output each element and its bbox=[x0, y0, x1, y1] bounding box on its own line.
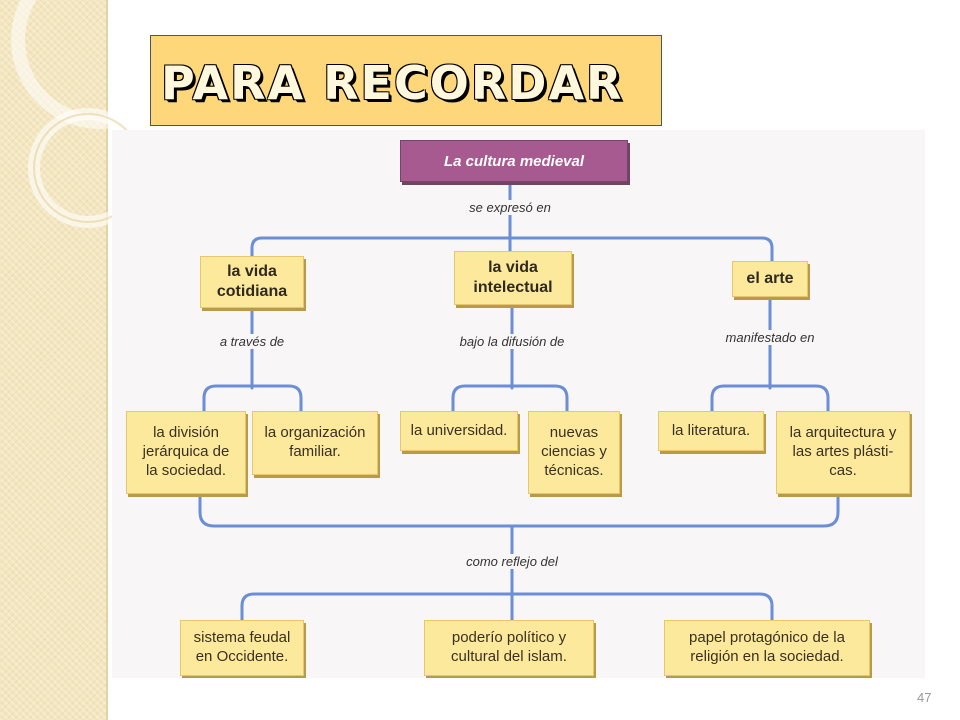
node-sistema-feudal: sistema feudal en Occidente. bbox=[180, 620, 304, 676]
concept-map: La cultura medieval se expresó en la vid… bbox=[112, 130, 925, 678]
node-arquitectura-artes: la arquitectura y las artes plásti- cas. bbox=[776, 411, 910, 494]
node-papel-religion: papel protagónico de la religión en la s… bbox=[664, 620, 870, 676]
page-number: 47 bbox=[917, 690, 932, 705]
node-vida-intelectual: la vida intelectual bbox=[454, 251, 572, 305]
node-division-jerarquica: la división jerárquica de la sociedad. bbox=[126, 411, 246, 494]
link-label-manifestado-en: manifestado en bbox=[721, 330, 819, 345]
node-ciencias-tecnicas: nuevas ciencias y técnicas. bbox=[528, 411, 620, 494]
node-poderio-islam: poderío político y cultural del islam. bbox=[424, 620, 594, 676]
link-label-bajo-la-difusion: bajo la difusión de bbox=[455, 334, 569, 349]
link-label-a-traves-de: a través de bbox=[215, 334, 289, 349]
node-vida-cotidiana: la vida cotidiana bbox=[200, 256, 304, 308]
node-arte: el arte bbox=[732, 261, 808, 297]
node-organizacion-familiar: la organización familiar. bbox=[252, 411, 378, 475]
link-label-root: se expresó en bbox=[465, 200, 555, 215]
title-banner: Para recordar bbox=[150, 35, 662, 126]
root-node: La cultura medieval bbox=[400, 140, 628, 182]
node-universidad: la universidad. bbox=[400, 411, 518, 451]
slide-title: Para recordar bbox=[161, 56, 624, 110]
link-label-como-reflejo: como reflejo del bbox=[462, 554, 562, 569]
node-literatura: la literatura. bbox=[658, 411, 764, 451]
